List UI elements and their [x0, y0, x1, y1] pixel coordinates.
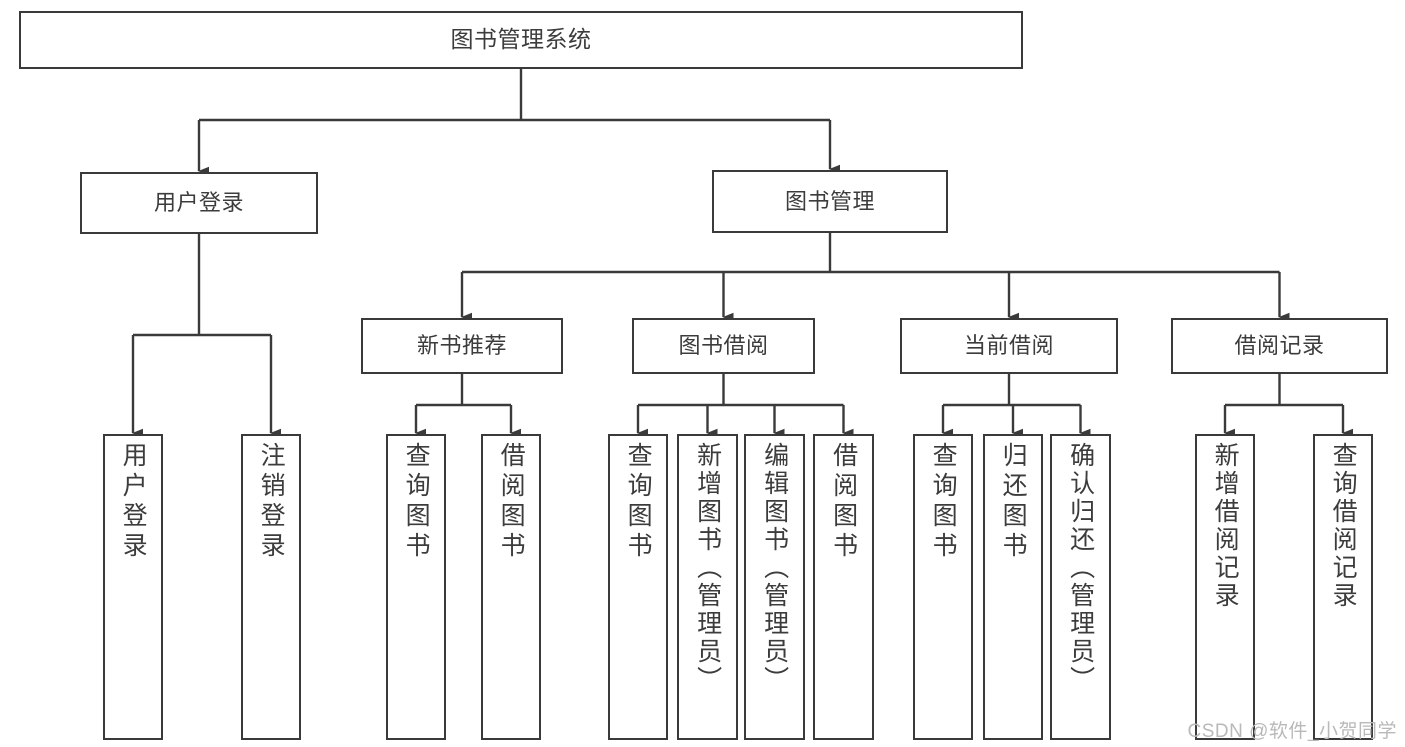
node-leaf-borrow-book-2[interactable]: 借阅图书 — [813, 434, 874, 740]
node-leaf-user-login[interactable]: 用户登录 — [103, 434, 163, 740]
node-leaf-query-book-2[interactable]: 查询图书 — [608, 434, 668, 740]
node-leaf-edit-book-admin[interactable]: 编辑图书（管理员） — [744, 434, 805, 740]
node-leaf-query-book-3[interactable]: 查询图书 — [913, 434, 973, 740]
node-label: 归还图书 — [999, 442, 1028, 562]
node-label: 图书管理 — [784, 188, 875, 214]
node-leaf-query-borrowing-record[interactable]: 查询借阅记录 — [1313, 434, 1373, 740]
node-label: 借阅图书 — [497, 442, 526, 562]
node-label: 查询图书 — [624, 442, 653, 562]
node-leaf-add-borrowing-record[interactable]: 新增借阅记录 — [1195, 434, 1255, 740]
node-leaf-confirm-return-admin[interactable]: 确认归还（管理员） — [1050, 434, 1111, 740]
node-label: 新书推荐 — [416, 333, 507, 359]
node-label: 编辑图书（管理员） — [760, 442, 789, 694]
node-leaf-query-book-1[interactable]: 查询图书 — [386, 434, 446, 740]
node-label: 借阅记录 — [1234, 333, 1325, 359]
node-root-book-management-system[interactable]: 图书管理系统 — [19, 11, 1023, 69]
node-label: 新增借阅记录 — [1211, 442, 1240, 610]
node-label: 图书借阅 — [678, 333, 769, 359]
node-leaf-logout[interactable]: 注销登录 — [241, 434, 301, 740]
node-label: 用户登录 — [119, 442, 148, 562]
node-label: 用户登录 — [153, 190, 244, 216]
node-label: 借阅图书 — [829, 442, 858, 562]
node-leaf-borrow-book-1[interactable]: 借阅图书 — [481, 434, 541, 740]
node-new-book-recommendation[interactable]: 新书推荐 — [361, 318, 563, 374]
node-current-borrowing[interactable]: 当前借阅 — [900, 318, 1118, 374]
node-label: 查询图书 — [929, 442, 958, 562]
node-user-login[interactable]: 用户登录 — [80, 172, 318, 234]
node-label: 图书管理系统 — [450, 26, 592, 53]
node-leaf-return-book[interactable]: 归还图书 — [983, 434, 1043, 740]
node-book-borrowing[interactable]: 图书借阅 — [632, 318, 815, 374]
node-label: 查询图书 — [402, 442, 431, 562]
node-label: 查询借阅记录 — [1329, 442, 1358, 610]
node-label: 当前借阅 — [963, 333, 1054, 359]
node-book-management[interactable]: 图书管理 — [712, 170, 948, 233]
csdn-watermark: CSDN @软件_小贺同学 — [1187, 721, 1397, 742]
node-label: 确认归还（管理员） — [1066, 442, 1095, 694]
node-label: 新增图书（管理员） — [693, 442, 722, 694]
node-label: 注销登录 — [257, 442, 286, 562]
node-leaf-add-book-admin[interactable]: 新增图书（管理员） — [677, 434, 738, 740]
node-borrowing-record[interactable]: 借阅记录 — [1171, 318, 1388, 374]
